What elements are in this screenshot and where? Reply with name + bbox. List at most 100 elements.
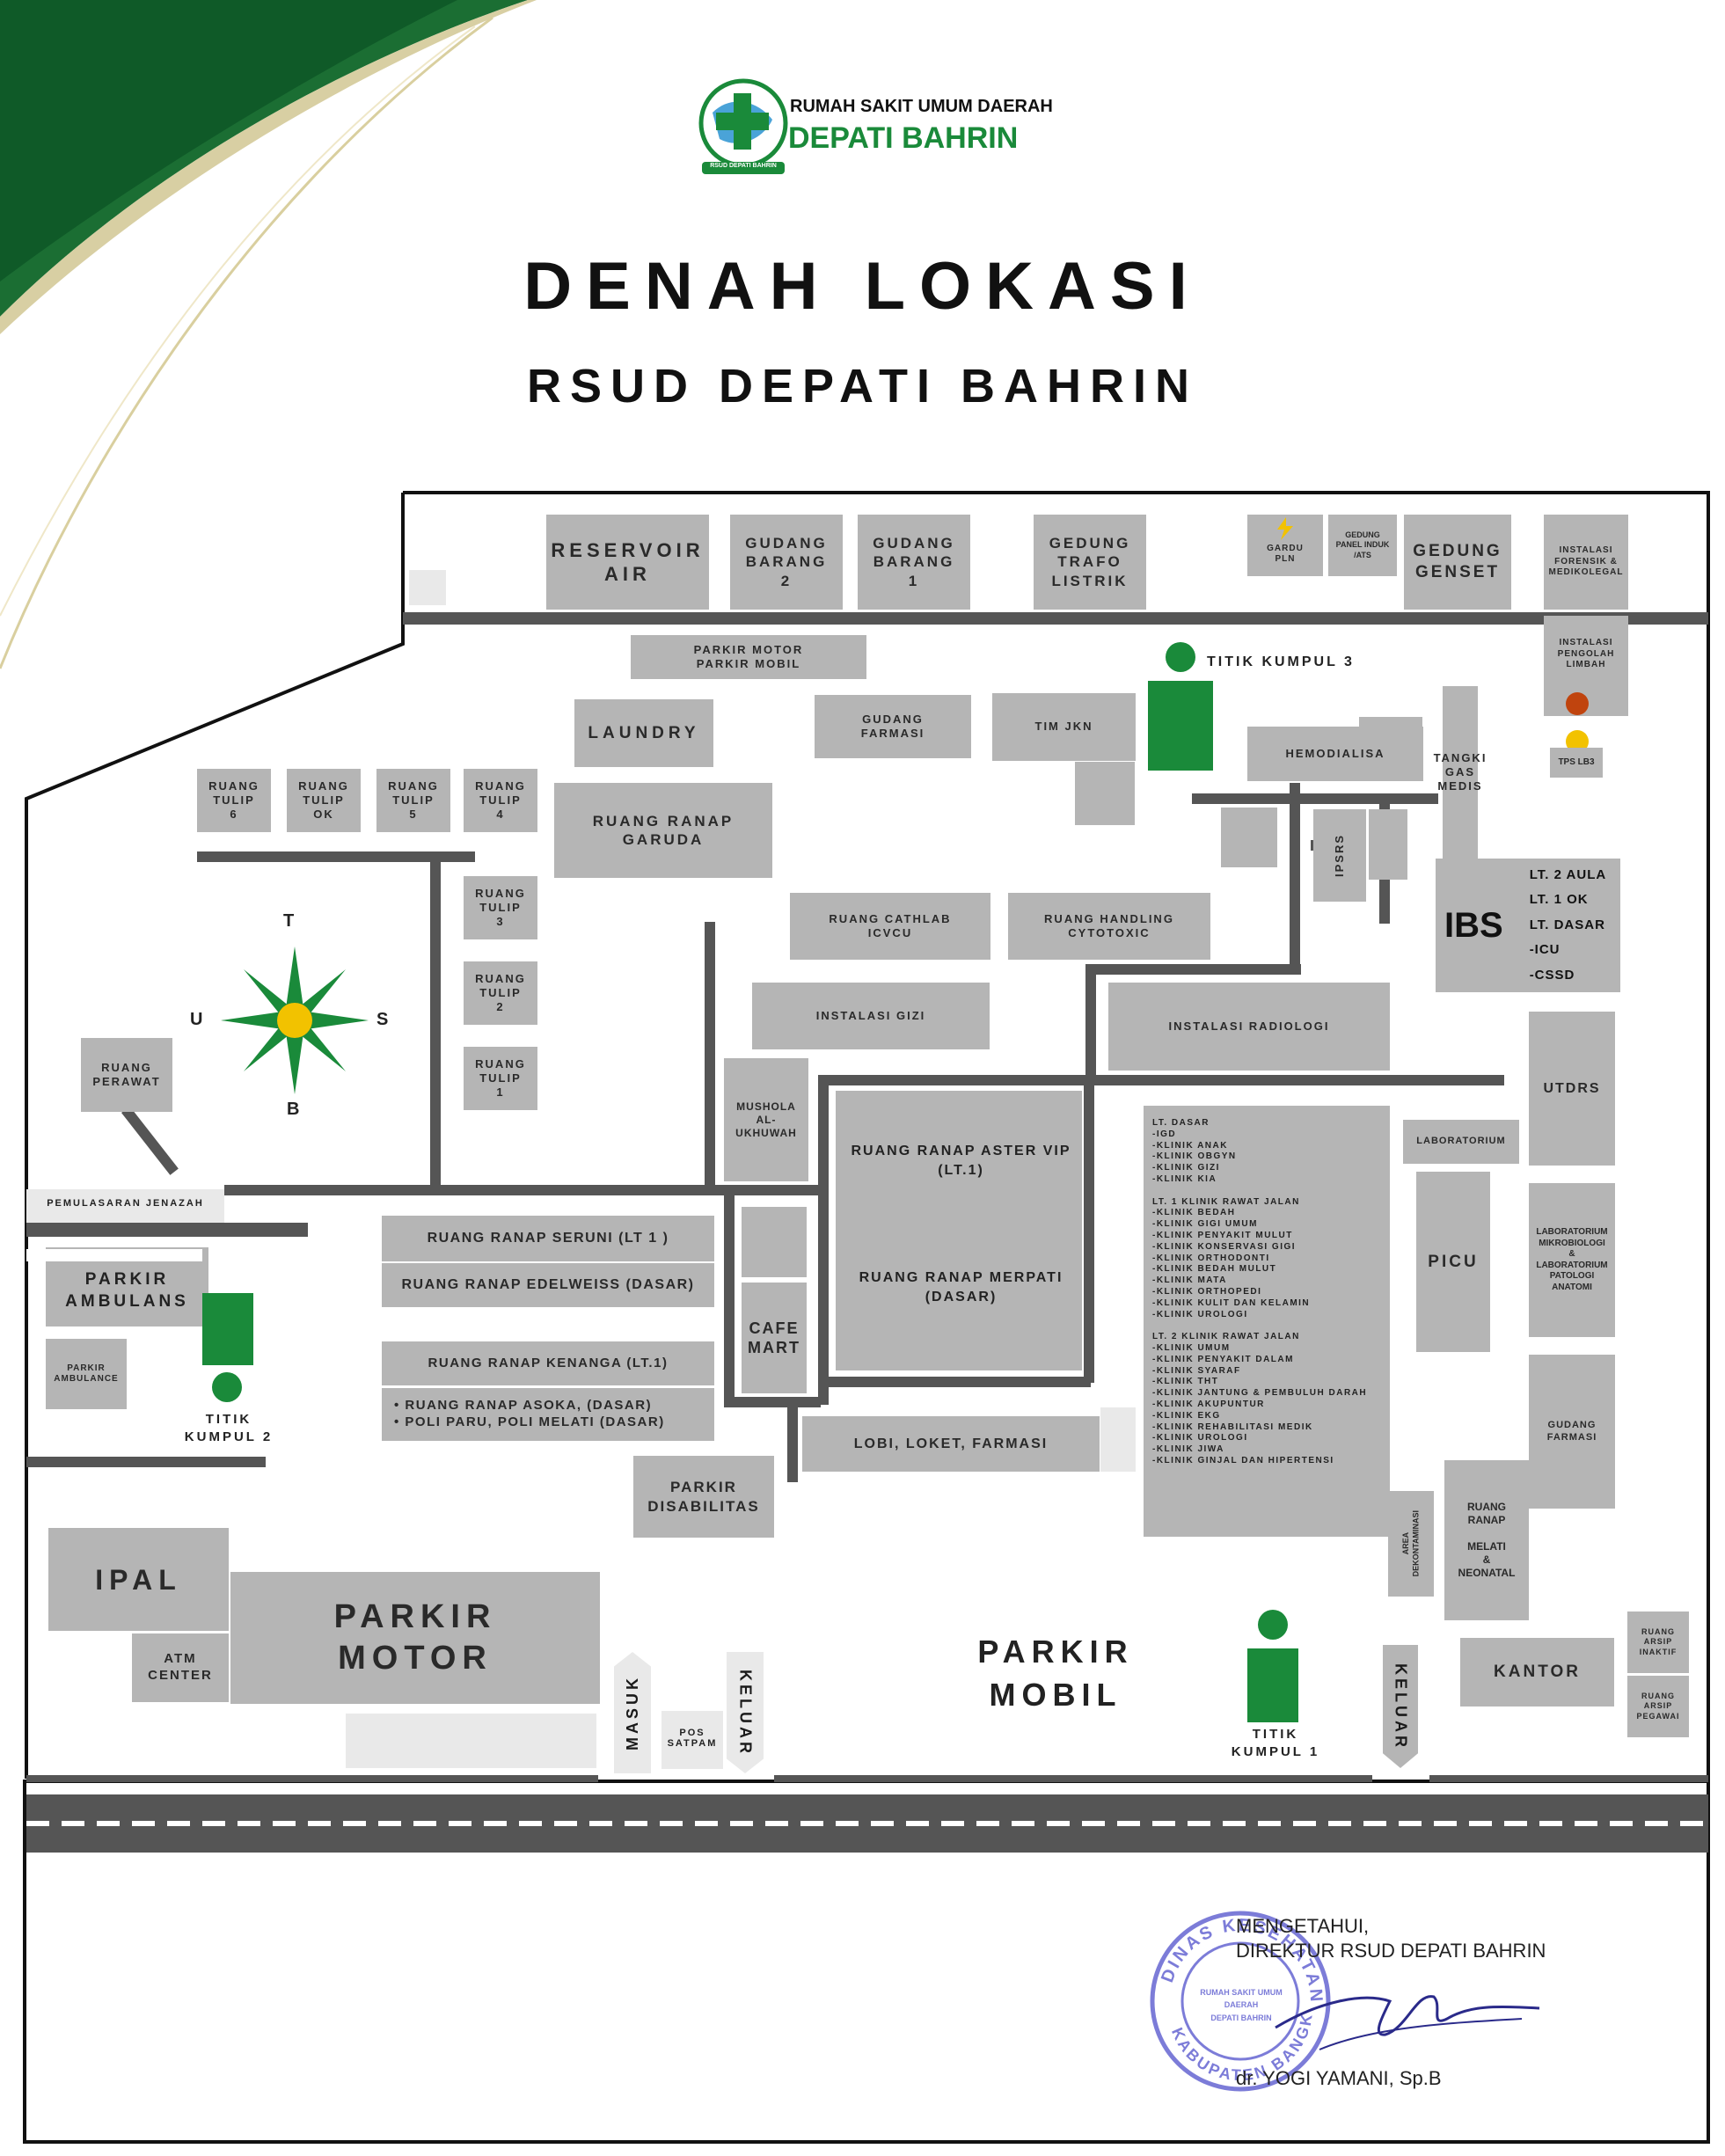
ruang-tulip-3[interactable]: RUANG TULIP 3: [464, 876, 537, 939]
ruang-tulip-2[interactable]: RUANG TULIP 2: [464, 961, 537, 1025]
atm-center[interactable]: ATM CENTER: [132, 1633, 229, 1702]
road-radiologi-horizontal: [1085, 964, 1301, 975]
ruang-ranap-edelweiss[interactable]: RUANG RANAP EDELWEISS (DASAR): [382, 1263, 714, 1307]
instalasi-forensik[interactable]: INSTALASI FORENSIK & MEDIKOLEGAL: [1544, 515, 1628, 610]
gedung-panel-induk[interactable]: GEDUNG PANEL INDUK /ATS: [1328, 515, 1397, 576]
laundry[interactable]: LAUNDRY: [574, 699, 713, 767]
gudang-barang-1[interactable]: GUDANG BARANG 1: [858, 515, 970, 610]
instalasi-radiologi[interactable]: INSTALASI RADIOLOGI: [1108, 983, 1390, 1071]
gudang-barang-2[interactable]: GUDANG BARANG 2: [730, 515, 843, 610]
keluar-label-2: KELUAR: [1392, 1663, 1410, 1750]
aster-merpati-complex[interactable]: [836, 1091, 1082, 1370]
ruang-handling-cytotoxic[interactable]: RUANG HANDLING CYTOTOXIC: [1008, 893, 1210, 960]
area-dekontaminasi[interactable]: AREA DEKONTAMINASI: [1388, 1491, 1434, 1597]
road-main-horizontal: [224, 1185, 726, 1195]
ruang-ranap-melati[interactable]: RUANG RANAP MELATI & NEONATAL: [1444, 1460, 1529, 1620]
tim-jkn[interactable]: TIM JKN: [992, 693, 1136, 761]
ipsrs[interactable]: IPSRS: [1313, 809, 1366, 902]
parkir-ambulans: PARKIR AMBULANS: [65, 1270, 189, 1311]
cafe-annex[interactable]: [742, 1207, 807, 1277]
street-center-line: [26, 1821, 1708, 1826]
ruang-cathlab[interactable]: RUANG CATHLAB ICVCU: [790, 893, 990, 960]
road-inner-left: [818, 1075, 829, 1405]
logo-line2: DEPATI BAHRIN: [788, 121, 1019, 155]
signature-line2: DIREKTUR RSUD DEPATI BAHRIN: [1236, 1940, 1546, 1962]
ruang-tulip-4[interactable]: RUANG TULIP 4: [464, 769, 537, 832]
mushola[interactable]: MUSHOLA AL- UKHUWAH: [724, 1058, 808, 1181]
ruang-tulip-ok[interactable]: RUANG TULIP OK: [287, 769, 361, 832]
ibs-floors: LT. 2 AULA LT. 1 OK LT. DASAR -ICU -CSSD: [1529, 866, 1607, 983]
road-ambulans-top: [26, 1228, 308, 1237]
ruang-perawat[interactable]: RUANG PERAWAT: [81, 1038, 172, 1112]
gudang-farmasi-top[interactable]: GUDANG FARMASI: [815, 695, 971, 758]
official-stamp: DINAS KESEHATAN KABUPATEN BANGKA: [1144, 1904, 1331, 2092]
pos-satpam: POS SATPAM: [667, 1728, 718, 1749]
utdrs[interactable]: UTDRS: [1529, 1012, 1615, 1166]
instalasi-gizi[interactable]: INSTALASI GIZI: [752, 983, 990, 1049]
lobi-loket-farmasi[interactable]: LOBI, LOKET, FARMASI: [802, 1416, 1100, 1472]
hemodialisa-annex[interactable]: [1359, 717, 1422, 743]
pemulasaran-jenazah-box[interactable]: [26, 1189, 224, 1223]
road-ambulans: [26, 1457, 266, 1467]
ibs-building[interactable]: IBS LT. 2 AULA LT. 1 OK LT. DASAR -ICU -…: [1436, 859, 1620, 992]
building-small-left[interactable]: [1221, 808, 1277, 867]
parkir-ambulance[interactable]: PARKIR AMBULANCE: [46, 1339, 127, 1409]
titik-kumpul-2-label: TITIK KUMPUL 2: [184, 1412, 274, 1444]
ruang-tulip-5[interactable]: RUANG TULIP 5: [376, 769, 450, 832]
gudang-farmasi[interactable]: GUDANG FARMASI: [1529, 1355, 1615, 1509]
page-title: DENAH LOKASI: [523, 249, 1202, 324]
gedung-poliklinik[interactable]: LT. DASAR -IGD -KLINIK ANAK -KLINIK OBGY…: [1144, 1106, 1390, 1537]
compass-icon: [221, 946, 369, 1094]
parkir-mobil: PARKIR MOBIL: [977, 1633, 1134, 1713]
lightning-icon: [1277, 517, 1293, 540]
ipsrs-annex[interactable]: [1369, 809, 1407, 880]
ruang-ranap-aster: RUANG RANAP ASTER VIP (LT.1): [851, 1144, 1071, 1179]
annex-jkn[interactable]: [1075, 762, 1135, 825]
parkir-motor-mobil[interactable]: PARKIR MOTOR PARKIR MOBIL: [631, 635, 866, 679]
ruang-ranap-seruni[interactable]: RUANG RANAP SERUNI (LT 1 ): [382, 1216, 714, 1261]
logo-ribbon-text: RSUD DEPATI BAHRIN: [710, 163, 777, 169]
keluar-arrow-1[interactable]: KELUAR: [727, 1652, 764, 1773]
road-hemodialisa-vertical: [1290, 783, 1300, 972]
keluar-arrow-2[interactable]: KELUAR: [1383, 1645, 1418, 1768]
ruang-ranap-asoka[interactable]: • RUANG RANAP ASOKA, (DASAR) • POLI PARU…: [382, 1388, 714, 1441]
road-perimeter-bottom-3: [1429, 1775, 1708, 1782]
patch-parking-bottom: [346, 1714, 596, 1768]
ruang-tulip-1[interactable]: RUANG TULIP 1: [464, 1047, 537, 1110]
ruang-arsip-pegawai[interactable]: RUANG ARSIP PEGAWAI: [1627, 1676, 1689, 1737]
limbah-marker: [1566, 692, 1589, 715]
picu[interactable]: PICU: [1416, 1172, 1490, 1352]
masuk-label: MASUK: [623, 1675, 641, 1750]
reservoir-air[interactable]: RESERVOIR AIR: [546, 515, 709, 610]
compass-east: S: [376, 1010, 391, 1029]
parkir-motor[interactable]: PARKIR MOTOR: [230, 1572, 600, 1704]
gedung-genset[interactable]: GEDUNG GENSET: [1404, 515, 1511, 610]
ruang-arsip-inaktif[interactable]: RUANG ARSIP INAKTIF: [1627, 1612, 1689, 1673]
ruang-ranap-kenanga[interactable]: RUANG RANAP KENANGA (LT.1): [382, 1341, 714, 1385]
pemulasaran-jenazah: PEMULASARAN JENAZAH: [47, 1198, 204, 1209]
road-center-vertical: [705, 922, 715, 1195]
parkir-disabilitas[interactable]: PARKIR DISABILITAS: [633, 1456, 774, 1538]
titik-kumpul-1-figure: [1247, 1610, 1298, 1722]
cafe-mart[interactable]: CAFE MART: [742, 1283, 807, 1393]
laboratorium-mikrobiologi[interactable]: LABORATORIUM MIKROBIOLOGI & LABORATORIUM…: [1529, 1183, 1615, 1337]
tangki-gas-medis[interactable]: TANGKI GAS MEDIS: [1434, 686, 1485, 859]
kantor[interactable]: KANTOR: [1460, 1638, 1614, 1707]
ambulans-gap: [26, 1249, 202, 1261]
ruang-tulip-6[interactable]: RUANG TULIP 6: [197, 769, 271, 832]
road-perimeter-bottom-1: [26, 1775, 598, 1782]
corner-decoration: [0, 0, 537, 669]
pos-satpam-box[interactable]: [661, 1711, 723, 1769]
ruang-ranap-merpati: RUANG RANAP MERPATI (DASAR): [859, 1270, 1064, 1305]
tps-lb3[interactable]: TPS LB3: [1550, 748, 1603, 778]
ipal[interactable]: IPAL: [48, 1528, 229, 1631]
keluar-label-1: KELUAR: [736, 1669, 755, 1757]
poli-list: LT. DASAR -IGD -KLINIK ANAK -KLINIK OBGY…: [1152, 1118, 1368, 1465]
ruang-ranap-garuda[interactable]: RUANG RANAP GARUDA: [554, 783, 772, 878]
gedung-trafo-listrik[interactable]: GEDUNG TRAFO LISTRIK: [1034, 515, 1146, 610]
titik-kumpul-2-figure: [201, 1293, 255, 1403]
signature-line1: MENGETAHUI,: [1236, 1915, 1370, 1937]
patch-gate: [409, 570, 446, 605]
laboratorium[interactable]: LABORATORIUM: [1403, 1120, 1519, 1164]
masuk-arrow[interactable]: MASUK: [614, 1652, 651, 1773]
